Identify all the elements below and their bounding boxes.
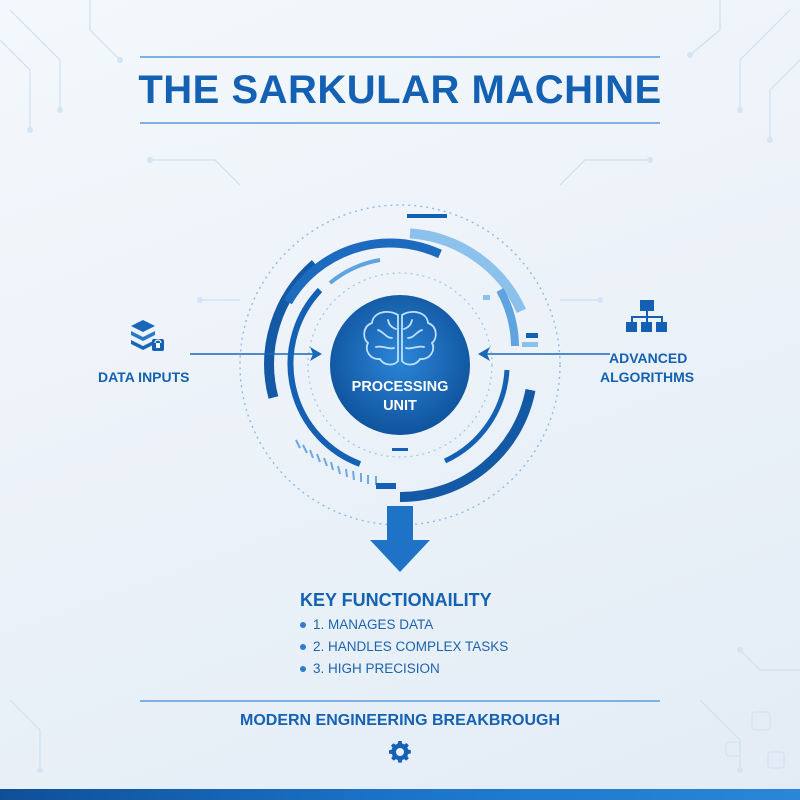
list-item-text: 3. HIGH PRECISION <box>313 661 440 676</box>
processing-unit-label-line1: PROCESSING <box>351 379 449 395</box>
bottom-accent-bar <box>0 789 800 800</box>
outer-arc-dark-lower <box>399 389 536 503</box>
outer-arc-light-upper <box>409 228 526 313</box>
brain-icon <box>363 311 437 366</box>
outer-dotted-ring <box>239 204 561 526</box>
list-item-text: 1. MANAGES DATA <box>313 617 434 632</box>
advanced-label: ADVANCED <box>609 350 688 366</box>
footer-rule <box>140 700 660 702</box>
middle-arc-dark <box>284 238 442 305</box>
bullet-icon <box>300 666 306 672</box>
list-item: 3. HIGH PRECISION <box>300 658 508 680</box>
processing-unit-label-line2: UNIT <box>383 398 417 414</box>
inner-arc-top <box>328 258 381 285</box>
key-functionality-title: KEY FUNCTIONAILITY <box>300 590 492 610</box>
database-icon <box>131 320 164 351</box>
title-bottom-rule <box>140 122 660 124</box>
page-title: THE SARKULAR MACHINE <box>138 68 662 112</box>
key-functionality-list: 1. MANAGES DATA 2. HANDLES COMPLEX TASKS… <box>300 614 508 680</box>
list-item-text: 2. HANDLES COMPLEX TASKS <box>313 639 509 654</box>
inner-arc-left <box>287 287 362 467</box>
hierarchy-icon <box>626 300 667 332</box>
data-inputs-label: DATA INPUTS <box>98 369 190 385</box>
inner-dotted-ring <box>307 272 493 458</box>
list-item: 1. MANAGES DATA <box>300 614 508 636</box>
bullet-icon <box>300 644 306 650</box>
bullet-icon <box>300 622 306 628</box>
list-item: 2. HANDLES COMPLEX TASKS <box>300 636 508 658</box>
gear-icon <box>389 741 411 763</box>
middle-arc-right <box>496 288 519 347</box>
inner-arc-right <box>443 369 510 464</box>
algorithms-label: ALGORITHMS <box>600 369 695 385</box>
output-down-arrow <box>370 506 430 572</box>
footer-text: MODERN ENGINEERING BREAKBROUGH <box>239 712 560 729</box>
title-top-rule <box>140 56 660 58</box>
